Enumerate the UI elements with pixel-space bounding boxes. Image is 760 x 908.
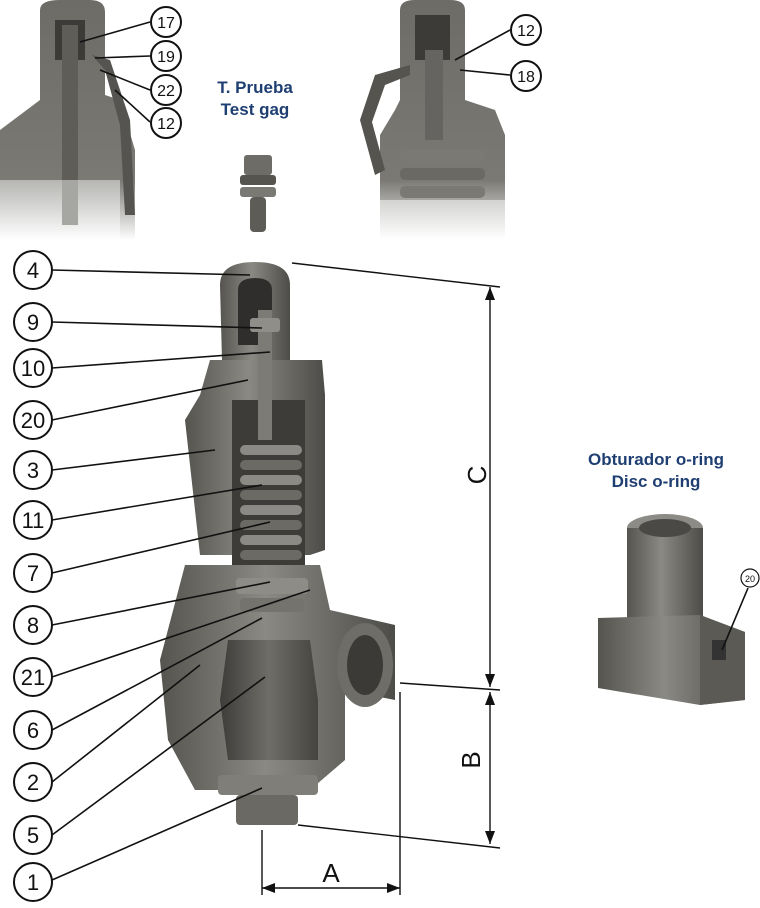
callout-11: 11 [22, 508, 45, 533]
callout-3: 3 [27, 458, 39, 483]
callout-10: 10 [21, 356, 45, 381]
callout-4: 4 [27, 258, 39, 283]
main-callouts: 4 9 10 20 3 11 7 8 21 6 2 5 1 [13, 250, 311, 902]
callout-6: 6 [27, 718, 39, 743]
callout-17: 17 [157, 15, 175, 32]
callout-18: 18 [517, 69, 535, 86]
dimension-a-label: A [322, 858, 340, 888]
top-left-detail [0, 0, 135, 240]
disc-oring-callout: 20 [721, 568, 760, 651]
main-valve [160, 262, 395, 825]
disc-oring-part [598, 514, 745, 705]
callout-9: 9 [27, 310, 39, 335]
callout-19: 19 [157, 49, 175, 66]
callout-8: 8 [27, 613, 39, 638]
spring [240, 445, 302, 560]
test-gag-label-en: Test gag [221, 100, 290, 119]
top-right-callouts: 12 18 [454, 14, 542, 92]
callout-20-disc: 20 [745, 574, 755, 584]
dimension-c-label: C [462, 466, 492, 485]
top-left-callouts: 17 19 22 12 [79, 6, 182, 139]
callout-21: 21 [21, 665, 45, 690]
callout-1: 1 [27, 870, 39, 895]
top-right-detail [360, 0, 510, 240]
test-gag-part [240, 155, 276, 232]
disc-oring-label-en: Disc o-ring [612, 472, 701, 491]
callout-12-left: 12 [157, 116, 175, 133]
callout-5: 5 [27, 823, 39, 848]
dimensions: C B A [261, 262, 501, 895]
callout-7: 7 [27, 561, 39, 586]
disc-oring-label-es: Obturador o-ring [588, 450, 724, 469]
test-gag-label-es: T. Prueba [217, 78, 293, 97]
callout-22: 22 [157, 83, 175, 100]
callout-2: 2 [27, 770, 39, 795]
callout-12-right: 12 [517, 23, 535, 40]
dimension-b-label: B [456, 751, 486, 768]
callout-20: 20 [21, 408, 45, 433]
